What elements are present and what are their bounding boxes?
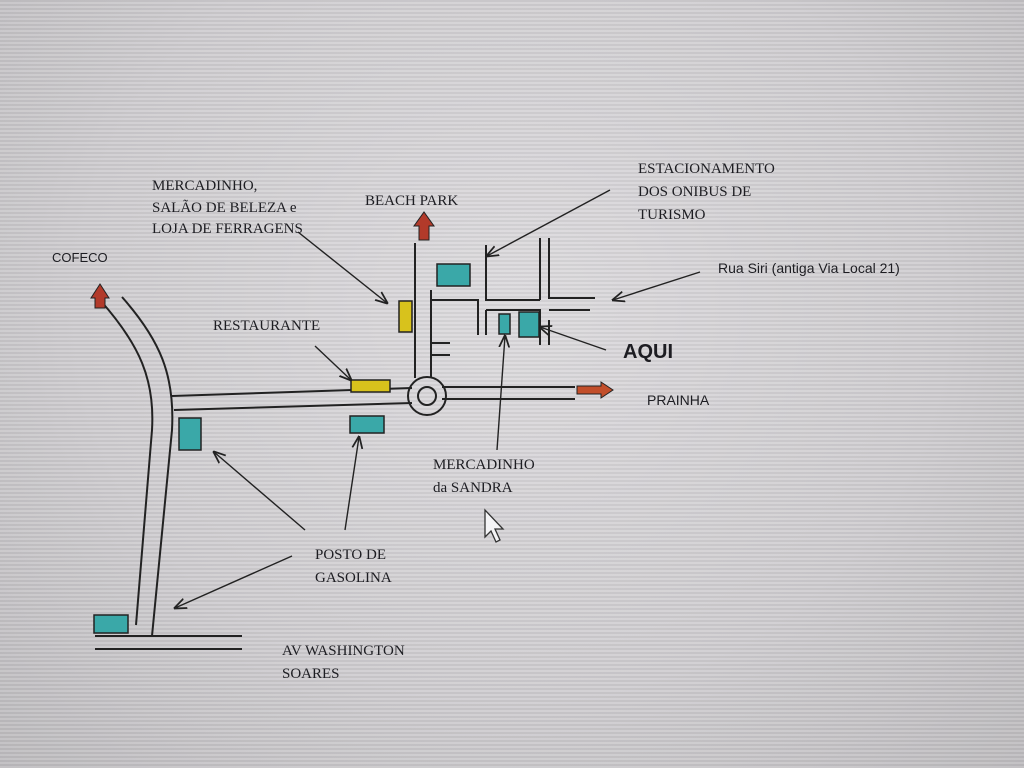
pointer-aqui [540,327,607,351]
building-aqui [518,311,540,338]
building-mercadinho-sandra [498,313,511,335]
label-prainha: PRAINHA [647,392,710,408]
label-cofeco: COFECO [52,250,108,265]
orange-right-arrow-icon [576,381,614,399]
label-estacionamento: ESTACIONAMENTO DOS ONIBUS DE TURISMO [638,161,779,223]
street-1 [431,299,479,335]
road-main-lower [173,402,413,411]
building-posto-2 [349,415,385,434]
building-posto-3 [93,614,129,634]
label-mercadinho-salao: MERCADINHO, SALÃO DE BELEZA e LOJA DE FE… [152,178,303,237]
street-4 [485,245,540,301]
label-rua-siri: Rua Siri (antiga Via Local 21) [718,260,900,276]
pointer-posto-2 [344,437,359,531]
pointer-estacionamento [487,189,611,256]
pointer-rua-siri [613,271,701,300]
road-av-washington-right [121,296,174,637]
building-mercadinho-salao [398,300,413,333]
building-restaurante [350,379,391,393]
label-aqui: AQUI [623,341,673,363]
building-estacionamento-lot [436,263,471,287]
street-6 [548,238,595,299]
mouse-pointer-icon [484,508,505,543]
roundabout-inner [417,386,437,406]
pointer-mercadinho-salao [297,231,387,303]
label-av-washington: AV WASHINGTON SOARES [282,643,408,682]
building-posto-1 [178,417,202,451]
road-av-washington-left [99,299,154,626]
pointer-restaurante [314,345,351,380]
pointer-mercadinho-sandra [496,336,505,451]
roundabout-outer [407,376,447,416]
red-up-arrow-icon [90,283,110,309]
label-beach-park: BEACH PARK [365,193,458,209]
red-up-arrow-icon [413,211,435,241]
label-restaurante: RESTAURANTE [213,318,320,334]
label-posto-gasolina: POSTO DE GASOLINA [315,547,392,586]
pointer-posto-1 [214,452,306,531]
pointer-posto-3 [175,555,293,608]
label-mercadinho-sandra: MERCADINHO da SANDRA [433,457,538,496]
